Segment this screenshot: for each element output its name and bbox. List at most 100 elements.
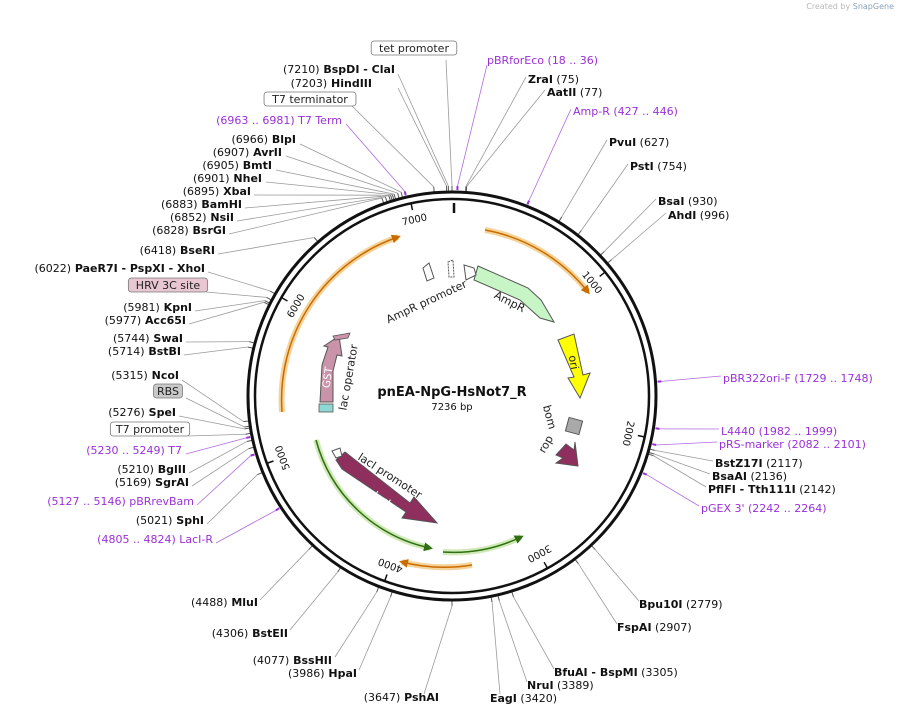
site-label-14: (6418) BseRI [140, 244, 215, 257]
site-mark-30 [275, 507, 280, 512]
leader-line-14 [217, 237, 315, 255]
tick-mark-7 [410, 203, 414, 211]
rop-label: rop [536, 433, 556, 455]
site-label-12: (6852) NsiI [170, 211, 234, 224]
orf-arc-4 [315, 439, 433, 552]
site-label-49: BsaI (930) [658, 195, 718, 208]
backbone-inner-ring [253, 197, 651, 595]
feature-box-4 [263, 91, 357, 107]
leader-line-18 [188, 301, 265, 325]
feature-box-label-4: T7 terminator [271, 93, 348, 106]
tick-mark-4 [383, 574, 388, 582]
ampr-feature [473, 265, 556, 323]
laci-feature [335, 451, 439, 524]
site-label-23: (5276) SpeI [108, 406, 176, 419]
leader-line-21 [181, 379, 244, 422]
leader-line-2 [397, 73, 449, 187]
primer-label-5: (6963 .. 6981) T7 Term [216, 114, 342, 127]
site-label-50: PstI (754) [630, 160, 687, 173]
site-label-33: (4077) BssHII [253, 654, 332, 667]
tick-label-4: 4000 [377, 555, 405, 574]
gst-feature [319, 335, 343, 403]
tick-mark-5 [266, 460, 274, 465]
rop-feature [554, 441, 579, 467]
tick-mark-2 [637, 434, 645, 438]
leader-line-51 [561, 139, 608, 218]
leader-line-34 [358, 596, 391, 671]
site-label-44: BstZ17I (2117) [715, 457, 803, 470]
primer-label-46: L4440 (1982 .. 1999) [721, 425, 837, 438]
site-label-6: (6966) BlpI [231, 133, 296, 146]
leader-line-8 [275, 169, 395, 195]
leader-line-17 [194, 300, 265, 312]
leader-line-26 [188, 441, 248, 474]
feature-box-1 [370, 40, 458, 56]
leader-line-24 [187, 433, 246, 437]
leader-line-1 [445, 59, 453, 187]
ori-feature [557, 333, 591, 400]
feature-box-16 [127, 277, 209, 293]
leader-line-47 [661, 375, 722, 382]
site-label-10: (6895) XbaI [183, 185, 251, 198]
site-label-29: (5021) SphI [136, 514, 204, 527]
site-mark-25 [246, 436, 251, 439]
site-label-35: (3647) PshAI [364, 691, 439, 704]
tick-label-3: 3000 [525, 542, 553, 564]
leader-line-12 [236, 196, 386, 222]
leader-line-11 [244, 195, 389, 209]
leader-line-43 [653, 453, 711, 475]
leader-lines [178, 59, 722, 695]
site-label-32: (4306) BstEII [212, 627, 288, 640]
ori-label: ori [566, 354, 581, 370]
tick-mark-3 [543, 561, 549, 569]
site-mark-45 [652, 443, 657, 446]
hrv-3c-feature [332, 332, 351, 341]
site-label-43: BsaAI (2136) [712, 470, 787, 483]
site-label-2: (7210) BspDI - ClaI [283, 63, 395, 76]
tick-label-5: 5000 [274, 444, 293, 472]
leader-line-41 [646, 474, 700, 507]
site-label-9: (6901) NheI [193, 172, 262, 185]
site-mark-5 [403, 191, 407, 196]
leader-line-55 [457, 64, 488, 187]
site-label-20: (5714) BstBI [108, 345, 181, 358]
site-label-13: (6828) BsrGI [152, 224, 226, 237]
site-label-26: (5210) BglII [117, 463, 186, 476]
orf-arc-2 [280, 234, 401, 413]
tet-promoter-feature [447, 259, 455, 278]
site-label-36: EagI (3420) [490, 692, 557, 705]
leader-line-40 [594, 549, 640, 602]
leader-line-22 [185, 397, 245, 428]
primer-label-28: (5127 .. 5146) pBRrevBam [47, 495, 194, 508]
leader-line-27 [191, 448, 249, 487]
site-label-3: (7203) HindIII [291, 77, 372, 90]
laci-promoter-feature [331, 447, 343, 459]
snapgene-credit: Created by SnapGene [806, 2, 894, 11]
site-label-11: (6883) BamHI [161, 198, 242, 211]
bom-feature [564, 416, 584, 436]
leader-line-33 [334, 591, 378, 658]
feature-box-label-24: T7 promoter [115, 423, 185, 436]
feature-box-label-22: RBS [157, 385, 179, 398]
leader-line-30 [215, 510, 277, 544]
site-label-51: PvuI (627) [609, 136, 669, 149]
leader-line-36 [491, 602, 501, 695]
t7-terminator-feature [422, 262, 435, 282]
leader-line-5 [345, 123, 406, 192]
lac-operator-feature [318, 403, 334, 413]
leader-line-28 [196, 455, 251, 506]
leader-line-25 [185, 437, 247, 455]
leader-line-42 [653, 455, 707, 488]
leader-line-50 [580, 163, 629, 231]
site-label-39: FspAI (2907) [617, 621, 692, 634]
site-label-40: Bpu10I (2779) [639, 598, 723, 611]
gst-label: GST [321, 366, 336, 389]
site-label-42: PflFI - Tth111I (2142) [708, 483, 836, 496]
orf-arc-5 [442, 535, 524, 554]
orf-arc-1 [484, 229, 590, 295]
site-label-48: AhdI (996) [668, 209, 729, 222]
site-label-31: (4488) MluI [191, 596, 258, 609]
leader-line-39 [578, 563, 618, 625]
leader-line-48 [611, 212, 667, 260]
site-label-8: (6905) BmtI [202, 159, 272, 172]
